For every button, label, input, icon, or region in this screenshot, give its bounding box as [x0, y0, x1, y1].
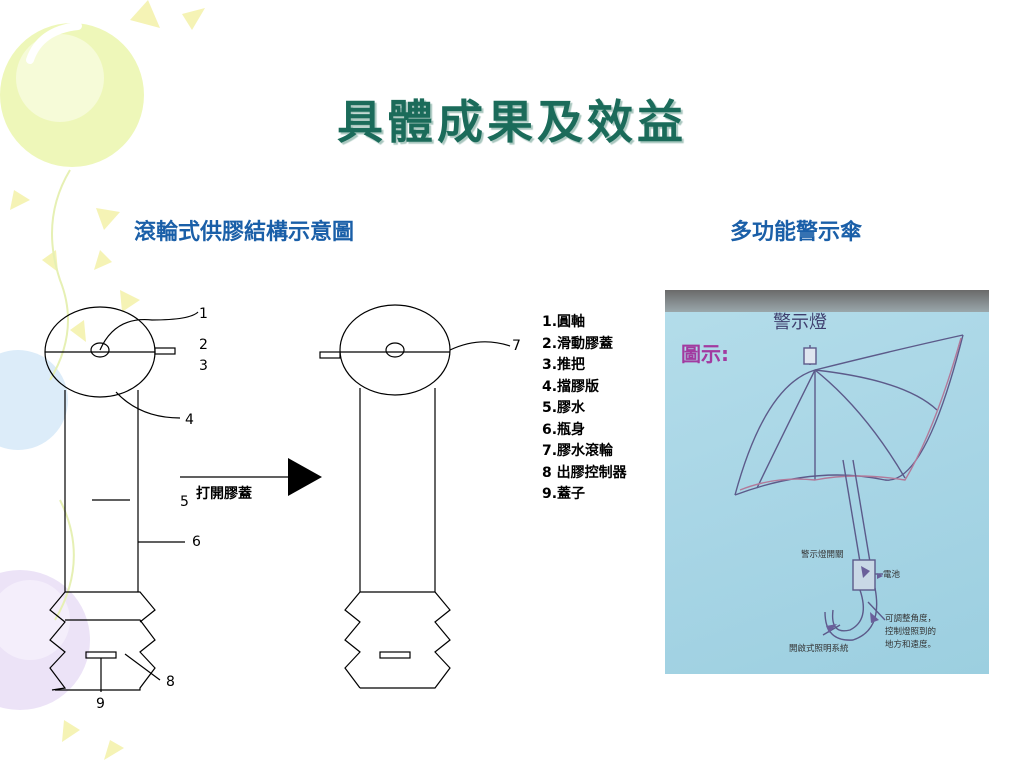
open-cap-arrow — [180, 458, 322, 496]
balloon-yellow — [0, 22, 144, 167]
legend-item: 4.擋膠版 — [542, 378, 600, 395]
ribbon-lines — [49, 169, 75, 621]
legend-item: 2.滑動膠蓋 — [542, 335, 614, 352]
glue-dispenser-diagram: 1 2 3 4 5 6 8 9 7 打開膠蓋 — [44, 304, 521, 712]
dispenser-closed — [44, 306, 199, 692]
photo-caption: 圖示: — [681, 342, 729, 366]
arrow-label: 打開膠蓋 — [196, 485, 252, 502]
legend-item: 5.膠水 — [542, 400, 586, 416]
annotation-switch: 警示燈開關 — [801, 550, 844, 560]
callout-4: 4 — [185, 412, 194, 428]
legend-item: 3.推把 — [542, 357, 586, 373]
callout-9: 9 — [96, 696, 105, 712]
balloon-blue — [0, 350, 68, 450]
annotation-angle-2: 控制燈照到的 — [885, 627, 937, 637]
umbrella-photo: 圖示: 警示燈 警示燈開關 電池 — [665, 290, 989, 674]
callout-6: 6 — [192, 534, 201, 550]
callout-2: 2 — [199, 337, 208, 353]
legend-item: 7.膠水滾輪 — [542, 443, 614, 459]
umbrella-subtitle: 多功能警示傘 — [730, 220, 863, 245]
photo-top-band — [665, 290, 989, 312]
warning-lamp-label: 警示燈 — [773, 312, 827, 333]
annotation-angle-1: 可調整角度， — [885, 614, 937, 624]
legend-item: 6.瓶身 — [542, 421, 586, 438]
star-decorations — [10, 0, 205, 760]
annotation-angle-3: 地方和遠度。 — [885, 640, 937, 650]
callout-3: 3 — [199, 358, 208, 374]
annotation-battery: 電池 — [883, 570, 901, 580]
balloon-purple — [0, 570, 90, 710]
dispenser-open — [319, 304, 511, 689]
callout-7: 7 — [512, 338, 521, 354]
legend-item: 1.圓軸 — [542, 314, 586, 330]
legend-item: 8 出膠控制器 — [542, 464, 627, 481]
annotation-lighting: 開啟式照明系統 — [789, 644, 849, 654]
callout-8: 8 — [166, 674, 175, 690]
diagram-subtitle: 滾輪式供膠結構示意圖 — [134, 220, 355, 245]
slide-title: 具體成果及效益 — [337, 95, 687, 149]
legend-item: 9.蓋子 — [542, 486, 586, 502]
parts-legend: 1.圓軸 2.滑動膠蓋 3.推把 4.擋膠版 5.膠水 6.瓶身 7.膠水滾輪 … — [542, 312, 662, 506]
umbrella-sketch — [734, 334, 964, 641]
callout-1: 1 — [199, 306, 208, 322]
callout-5: 5 — [180, 494, 189, 510]
